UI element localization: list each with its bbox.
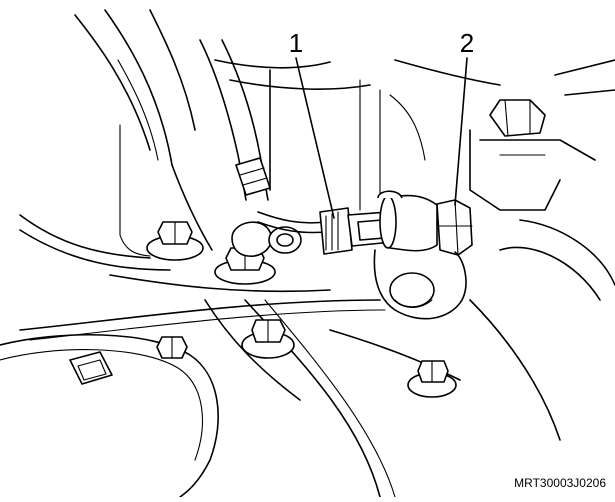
leader-line-1: [295, 57, 335, 219]
lower-left-disc: [0, 334, 219, 498]
right-boss: [373, 249, 467, 320]
bolt-left: [146, 221, 204, 261]
callout-label-1: 1: [289, 28, 303, 58]
callout-label-2: 2: [460, 28, 474, 58]
callout-1: 1: [289, 28, 335, 219]
bolt-lower-center: [241, 319, 295, 359]
bolt-center: [214, 221, 302, 285]
engine-deck: [19, 274, 461, 498]
sensor-hex-nut: [436, 199, 473, 256]
hose: [199, 39, 271, 201]
callout-2: 2: [454, 28, 474, 206]
bolt-right-top: [469, 59, 615, 441]
figure-code: MRT30003J0206: [514, 476, 606, 490]
housing-outline: [19, 9, 501, 271]
sensor-body: [377, 190, 438, 252]
bolt-lower-right: [407, 360, 457, 398]
wire: [257, 211, 326, 234]
leader-line-2: [454, 57, 468, 206]
